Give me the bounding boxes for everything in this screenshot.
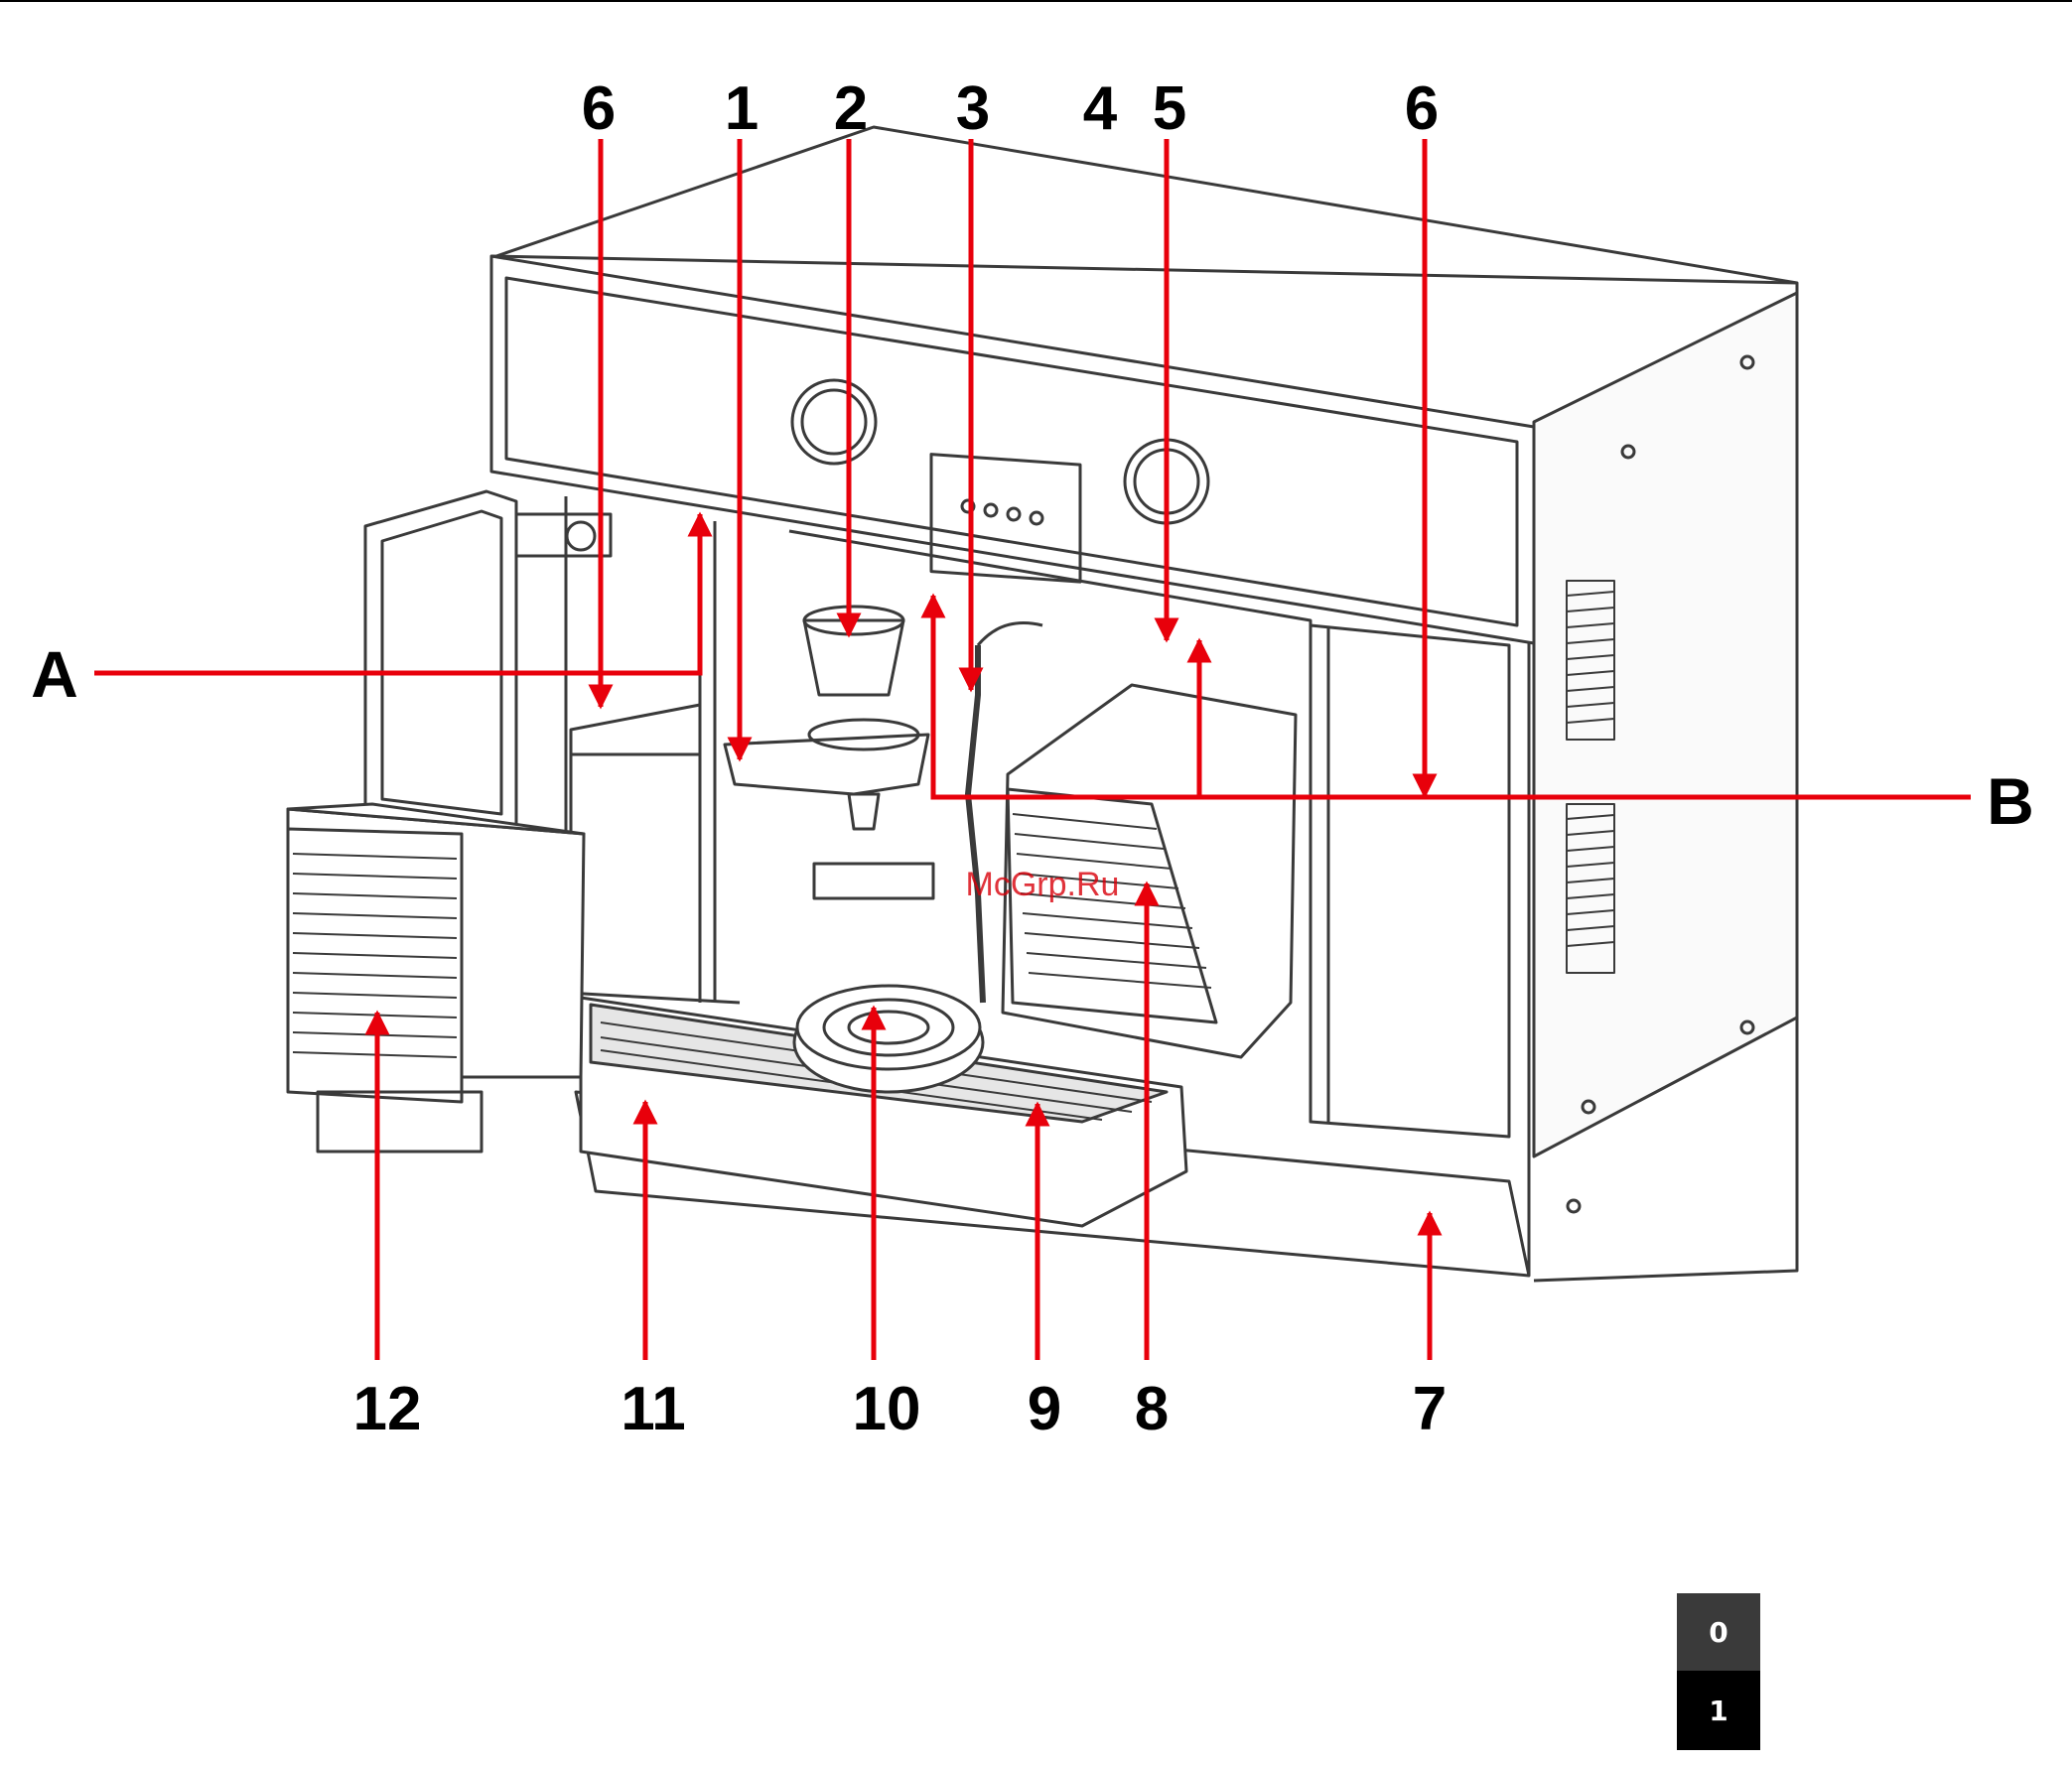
label-4: 4 bbox=[1083, 74, 1118, 143]
label-10: 10 bbox=[853, 1375, 921, 1443]
label-6-right: 6 bbox=[1405, 74, 1439, 143]
page-indicator-item-1[interactable]: 1 bbox=[1677, 1671, 1760, 1750]
page-indicator-item-0[interactable]: 0 bbox=[1677, 1593, 1760, 1671]
page-indicator: 0 1 bbox=[1677, 1593, 1760, 1750]
label-7: 7 bbox=[1413, 1375, 1447, 1443]
label-12: 12 bbox=[353, 1375, 422, 1443]
label-6-left: 6 bbox=[582, 74, 616, 143]
watermark: McGrp.Ru bbox=[966, 866, 1120, 903]
label-2: 2 bbox=[834, 74, 868, 143]
label-B: B bbox=[1987, 764, 2034, 838]
label-5: 5 bbox=[1153, 74, 1186, 143]
label-9: 9 bbox=[1028, 1375, 1061, 1443]
label-A: A bbox=[31, 637, 78, 711]
machine-body bbox=[288, 127, 1797, 1281]
label-11: 11 bbox=[621, 1375, 686, 1443]
label-8: 8 bbox=[1135, 1375, 1169, 1443]
label-3: 3 bbox=[956, 74, 990, 143]
label-1: 1 bbox=[725, 74, 759, 143]
